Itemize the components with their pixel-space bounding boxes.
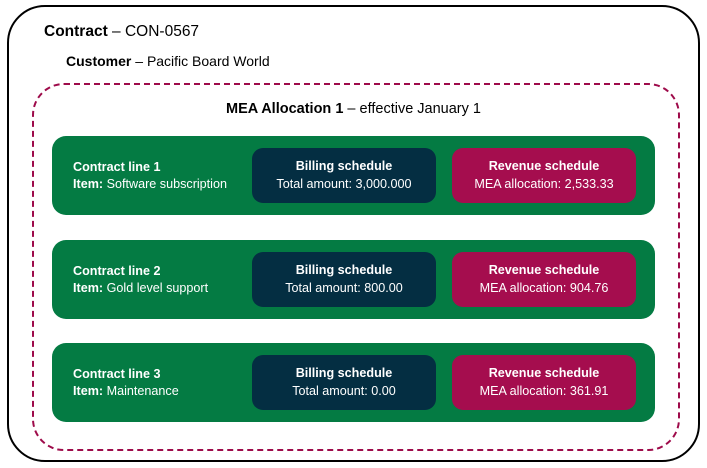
item-label: Item: — [73, 280, 104, 295]
billing-schedule-title: Billing schedule — [295, 263, 393, 277]
contract-line-row: Contract line 2 Item: Gold level support… — [52, 240, 655, 319]
billing-schedule-value: Total amount: 800.00 — [285, 281, 403, 295]
contract-line-row: Contract line 3 Item: Maintenance Billin… — [52, 343, 655, 422]
contract-value: CON-0567 — [124, 23, 200, 40]
contract-line-item: Item: Maintenance — [73, 383, 179, 400]
mea-allocation-label: MEA Allocation 1 — [226, 101, 344, 117]
mea-allocation-container — [32, 83, 680, 451]
revenue-schedule-title: Revenue schedule — [488, 159, 600, 173]
item-label: Item: — [73, 383, 104, 398]
mea-allocation-header: MEA Allocation 1 – effective January 1 — [0, 100, 707, 119]
revenue-schedule-card: Revenue schedule MEA allocation: 904.76 — [452, 252, 636, 307]
revenue-schedule-title: Revenue schedule — [488, 366, 600, 380]
revenue-schedule-card: Revenue schedule MEA allocation: 361.91 — [452, 355, 636, 410]
item-value: Software subscription — [103, 176, 227, 191]
revenue-schedule-value: MEA allocation: 361.91 — [479, 384, 609, 398]
customer-separator: – — [131, 53, 147, 69]
item-value: Maintenance — [103, 383, 179, 398]
revenue-schedule-value: MEA allocation: 2,533.33 — [474, 177, 614, 191]
revenue-schedule-card: Revenue schedule MEA allocation: 2,533.3… — [452, 148, 636, 203]
mea-allocation-separator: – — [343, 101, 360, 117]
contract-line-info: Contract line 3 Item: Maintenance — [73, 366, 179, 400]
customer-header: Customer – Pacific Board World — [66, 52, 270, 71]
contract-line-info: Contract line 2 Item: Gold level support — [73, 263, 208, 297]
contract-header: Contract – CON-0567 — [44, 22, 199, 42]
billing-schedule-value: Total amount: 3,000.000 — [276, 177, 412, 191]
billing-schedule-title: Billing schedule — [295, 366, 393, 380]
mea-allocation-value: effective January 1 — [359, 101, 481, 117]
billing-schedule-card: Billing schedule Total amount: 0.00 — [252, 355, 436, 410]
contract-line-item: Item: Gold level support — [73, 280, 208, 297]
item-label: Item: — [73, 176, 104, 191]
contract-line-item: Item: Software subscription — [73, 176, 227, 193]
customer-value: Pacific Board World — [146, 53, 270, 69]
billing-schedule-title: Billing schedule — [295, 159, 393, 173]
contract-separator: – — [107, 23, 125, 40]
revenue-schedule-title: Revenue schedule — [488, 263, 600, 277]
contract-line-row: Contract line 1 Item: Software subscript… — [52, 136, 655, 215]
item-value: Gold level support — [103, 280, 209, 295]
contract-label: Contract — [44, 23, 108, 40]
contract-container — [7, 5, 700, 462]
contract-line-name: Contract line 1 — [73, 159, 161, 174]
billing-schedule-card: Billing schedule Total amount: 3,000.000 — [252, 148, 436, 203]
contract-line-info: Contract line 1 Item: Software subscript… — [73, 159, 227, 193]
billing-schedule-card: Billing schedule Total amount: 800.00 — [252, 252, 436, 307]
customer-label: Customer — [66, 53, 132, 69]
revenue-schedule-value: MEA allocation: 904.76 — [479, 281, 609, 295]
contract-line-name: Contract line 3 — [73, 366, 161, 381]
contract-line-name: Contract line 2 — [73, 263, 161, 278]
billing-schedule-value: Total amount: 0.00 — [292, 384, 396, 398]
